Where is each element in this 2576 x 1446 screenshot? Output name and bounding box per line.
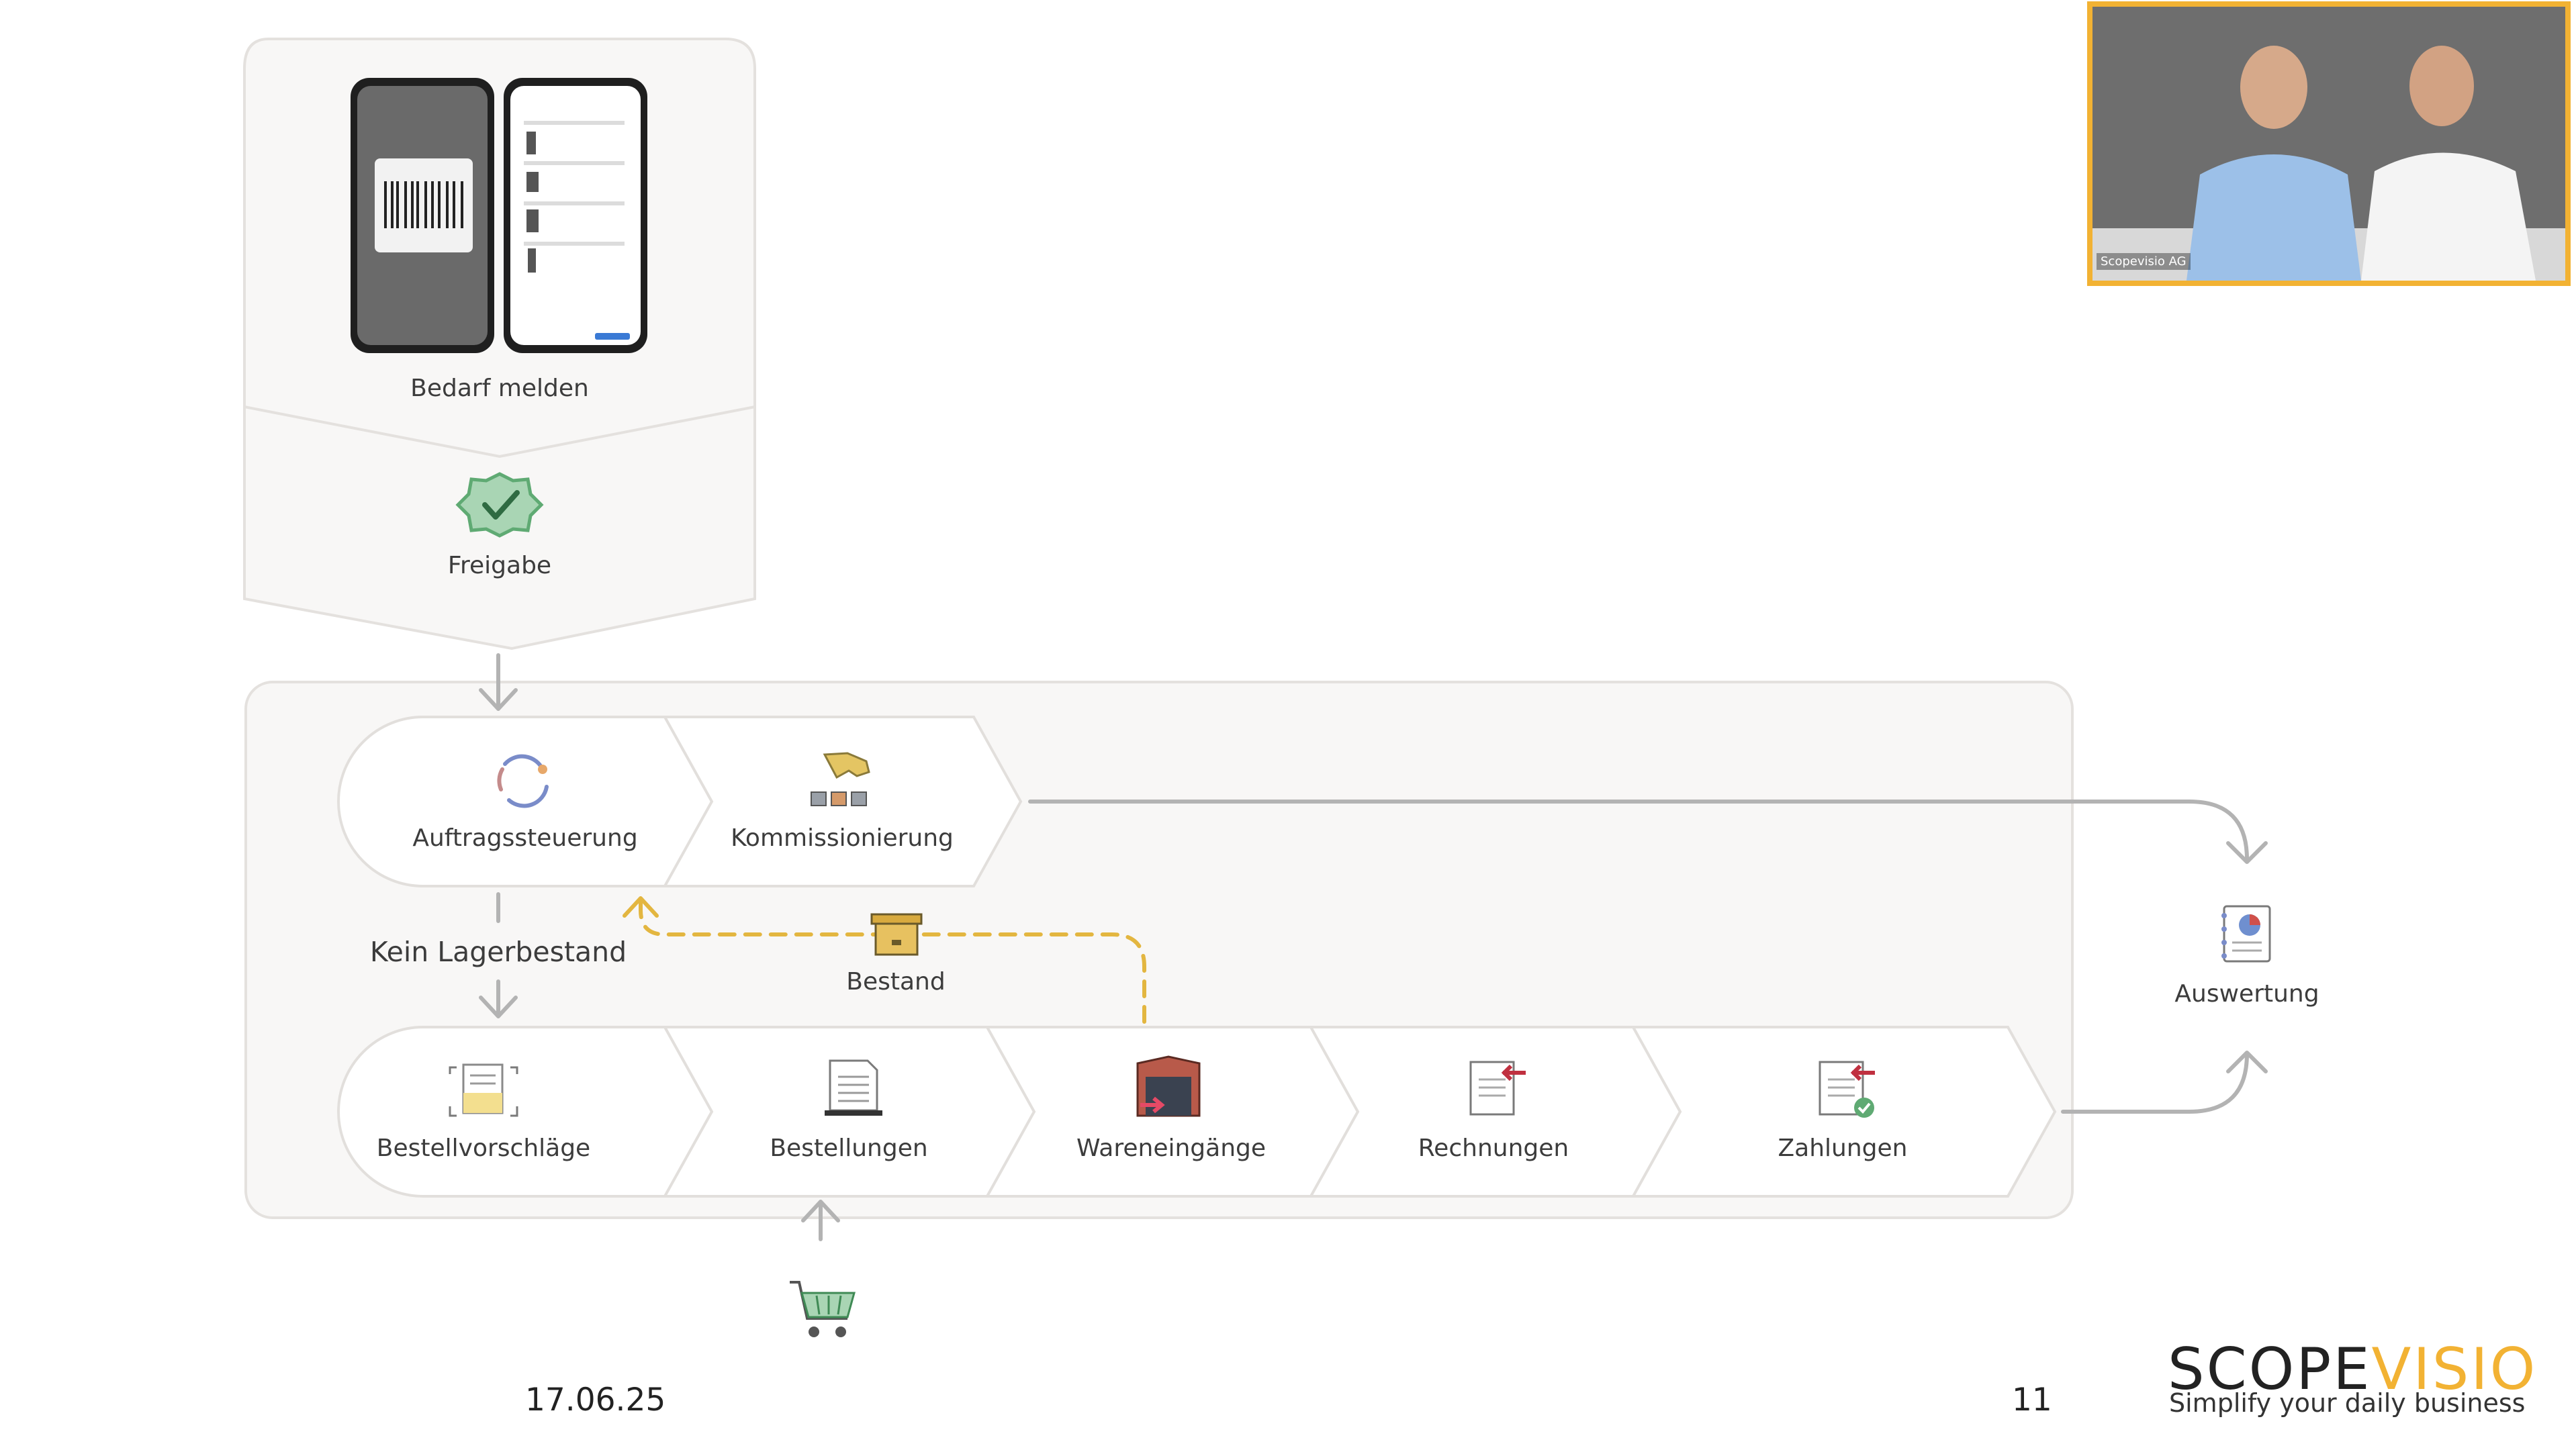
- label-freigabe: Freigabe: [447, 552, 552, 579]
- flow-arrows: [479, 653, 2268, 1241]
- slide-page-number: 11: [2012, 1382, 2052, 1418]
- stock-loop: [623, 896, 1146, 1024]
- label-auswertung: Auswertung: [2174, 980, 2319, 1008]
- brand-tagline: Simplify your daily business: [2169, 1388, 2526, 1418]
- payments-icon: [1819, 1061, 1875, 1118]
- label-auftragssteuerung: Auftragssteuerung: [412, 824, 638, 852]
- presenters-image: [2092, 7, 2565, 281]
- chevron-bestellvorschlaege[interactable]: [337, 1026, 714, 1198]
- label-bestellvorschlaege: Bestellvorschläge: [376, 1135, 591, 1162]
- label-bestellungen: Bestellungen: [770, 1135, 928, 1162]
- brand-logo: SCOPEVISIO: [2168, 1336, 2537, 1403]
- brand-logo-part2: VISIO: [2371, 1336, 2538, 1403]
- webcam-video[interactable]: Scopevisio AG: [2087, 1, 2571, 286]
- label-wareneingaenge: Wareneingänge: [1076, 1135, 1267, 1162]
- stock-box-icon: [870, 913, 923, 956]
- goods-receipt-icon: [1136, 1055, 1201, 1117]
- webcam-label: Scopevisio AG: [2097, 253, 2191, 270]
- cart-icon: [790, 1281, 856, 1337]
- order-proposals-icon: [449, 1063, 518, 1117]
- label-bestand: Bestand: [846, 968, 946, 996]
- chevron-auftragssteuerung[interactable]: [337, 716, 714, 887]
- report-icon: [2221, 905, 2271, 963]
- label-bedarf-melden: Bedarf melden: [410, 375, 589, 402]
- label-kommissionierung: Kommissionierung: [731, 824, 954, 852]
- picking-icon: [811, 752, 870, 806]
- label-kein-lagerbestand: Kein Lagerbestand: [369, 936, 627, 968]
- label-zahlungen: Zahlungen: [1778, 1135, 1908, 1162]
- order-control-icon: [497, 754, 549, 808]
- label-rechnungen: Rechnungen: [1418, 1135, 1569, 1162]
- check-badge-icon: [455, 472, 544, 538]
- request-panel-divider: [244, 405, 755, 459]
- phone-mockups: [351, 78, 647, 353]
- invoices-icon: [1469, 1061, 1526, 1116]
- slide-date: 17.06.25: [525, 1382, 666, 1418]
- orders-icon: [825, 1059, 882, 1116]
- brand-logo-part1: SCOPE: [2168, 1336, 2372, 1403]
